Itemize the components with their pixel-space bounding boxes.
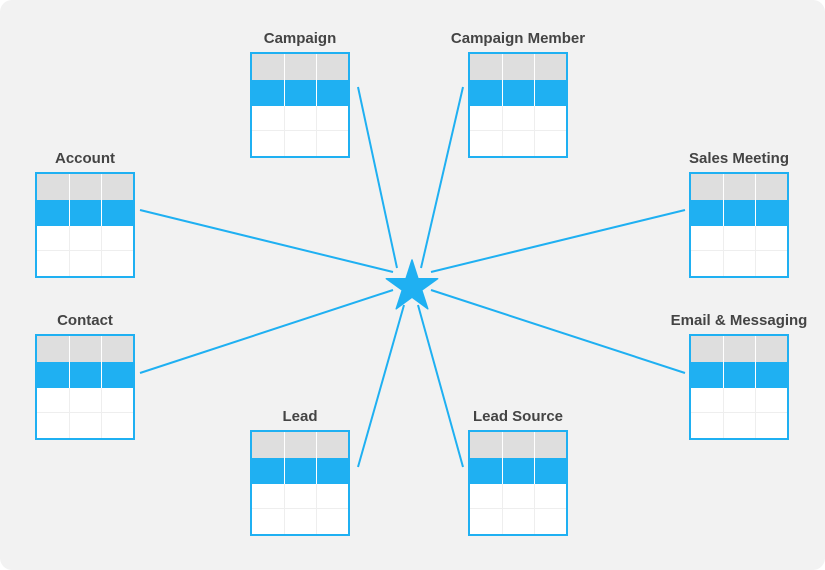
entity-title: Campaign (263, 30, 337, 47)
entity-title: Email & Messaging (670, 312, 808, 329)
connector-lead-source (417, 304, 464, 468)
connector-sales-meeting (430, 209, 686, 273)
entity-title: Contact (57, 312, 113, 329)
table-icon (35, 172, 135, 278)
connector-contact (139, 289, 394, 374)
entity-title: Lead (282, 408, 318, 425)
table-icon (468, 430, 568, 536)
entity-title: Sales Meeting (688, 150, 790, 167)
table-icon (35, 334, 135, 440)
connector-campaign-member (420, 86, 464, 269)
connector-account (139, 209, 394, 273)
table-icon (250, 52, 350, 158)
connector-email-messaging (430, 289, 686, 374)
star-icon (385, 259, 439, 310)
entity-title: Lead Source (472, 408, 564, 425)
table-icon (468, 52, 568, 158)
entity-title: Campaign Member (450, 30, 586, 47)
table-icon (689, 172, 789, 278)
connector-campaign (357, 86, 398, 269)
connector-lead (357, 304, 405, 468)
table-icon (689, 334, 789, 440)
entity-title: Account (55, 150, 115, 167)
table-icon (250, 430, 350, 536)
